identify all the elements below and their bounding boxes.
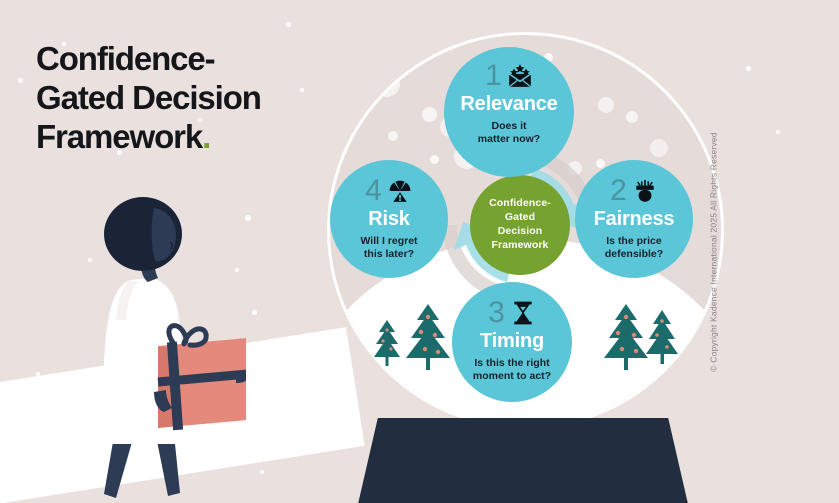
person-hand: [154, 390, 172, 412]
step-bubble-risk[interactable]: 4 Risk Will I regret this later?: [330, 160, 448, 278]
page-title: Confidence- Gated Decision Framework.: [36, 40, 366, 157]
hourglass-icon: [514, 301, 532, 325]
snow-dot: [88, 258, 92, 262]
center-line-3: Decision: [497, 225, 543, 237]
hand-scale-icon: [636, 179, 654, 202]
copyright-text: © Copyright Kadence International 2025 A…: [708, 131, 719, 372]
fairness-question-line1: Is the price: [606, 235, 662, 247]
snow-dot: [235, 268, 239, 272]
globe-bubble: [430, 155, 439, 164]
relevance-question-line1: Does it: [491, 120, 527, 132]
step-bubble-timing[interactable]: 3 Timing Is this the right moment to act…: [452, 282, 572, 402]
envelope-stars-icon: [508, 64, 532, 88]
globe-bubble: [422, 107, 437, 122]
snow-dot: [36, 372, 40, 376]
person-far-hand: [236, 371, 246, 383]
risk-question: Will I regret this later?: [350, 235, 427, 261]
step-bubble-relevance[interactable]: 1 Relevance Does it matter now?: [444, 47, 574, 177]
fairness-question: Is the price defensible?: [595, 235, 673, 261]
globe-bubble: [626, 111, 638, 123]
fairness-question-line2: defensible?: [604, 248, 664, 261]
walking-person-illustration: [100, 197, 246, 498]
person-ear: [169, 241, 174, 250]
globe-bubble: [544, 53, 553, 62]
snow-globe-base: [358, 418, 688, 503]
snow-dot: [198, 118, 202, 122]
timing-title: Timing: [480, 330, 544, 352]
snow-dot: [208, 450, 213, 455]
snow-dot: [746, 66, 751, 71]
fairness-title: Fairness: [593, 208, 675, 230]
timing-question-line1: Is this the right: [474, 357, 550, 369]
globe-bubble: [374, 71, 400, 97]
title-line-1: Confidence-: [36, 40, 216, 77]
risk-number: 4: [365, 174, 382, 207]
title-line-3-wrap: Framework.: [36, 118, 366, 157]
snow-dot: [260, 470, 264, 474]
person-back-leg: [104, 436, 132, 498]
radiation-warning-icon: [389, 180, 411, 202]
center-line-1: Confidence-: [489, 197, 551, 210]
fairness-number: 2: [610, 174, 627, 207]
risk-number-row: 4: [365, 174, 413, 208]
timing-question-line2: moment to act?: [472, 370, 552, 383]
christmas-tree-icon: [374, 320, 400, 366]
snow-dot: [117, 150, 122, 155]
christmas-tree-icon: [406, 304, 450, 370]
globe-bubble: [650, 139, 668, 157]
title-accent-dot: .: [202, 117, 211, 155]
relevance-question: Does it matter now?: [468, 120, 550, 146]
center-framework-circle: Confidence- Gated Decision Framework: [470, 175, 570, 275]
globe-bubble: [388, 131, 398, 141]
center-line-4: Framework: [491, 238, 549, 251]
snow-dot: [286, 22, 291, 27]
center-line-2: Gated: [504, 211, 536, 224]
title-line-3: Framework: [36, 117, 203, 155]
gift-box: [157, 323, 246, 431]
relevance-title: Relevance: [460, 93, 558, 115]
relevance-question-line2: matter now?: [477, 133, 541, 146]
snow-dot: [305, 435, 310, 440]
timing-question: Is this the right moment to act?: [463, 357, 561, 383]
globe-bubble: [596, 159, 605, 168]
relevance-number: 1: [485, 59, 502, 92]
person-front-leg: [156, 434, 180, 496]
risk-question-line2: this later?: [363, 248, 415, 261]
snow-dot: [148, 458, 152, 462]
christmas-tree-icon: [646, 310, 678, 364]
snow-dot: [18, 78, 23, 83]
risk-title: Risk: [368, 208, 410, 230]
snow-dot: [300, 88, 304, 92]
step-bubble-fairness[interactable]: 2 Fairness Is the price defensible?: [575, 160, 693, 278]
christmas-tree-icon: [604, 304, 648, 370]
fairness-number-row: 2: [610, 174, 658, 208]
snow-dot: [288, 396, 293, 401]
title-line-2: Gated Decision: [36, 78, 262, 116]
snow-dot: [245, 215, 251, 221]
snow-dot: [252, 310, 257, 315]
globe-bubble: [598, 97, 614, 113]
relevance-number-row: 1: [485, 59, 533, 93]
timing-number: 3: [488, 296, 505, 329]
timing-number-row: 3: [488, 296, 536, 330]
snow-dot: [62, 42, 66, 46]
risk-question-line1: Will I regret: [360, 235, 418, 247]
snow-dot: [776, 130, 780, 134]
